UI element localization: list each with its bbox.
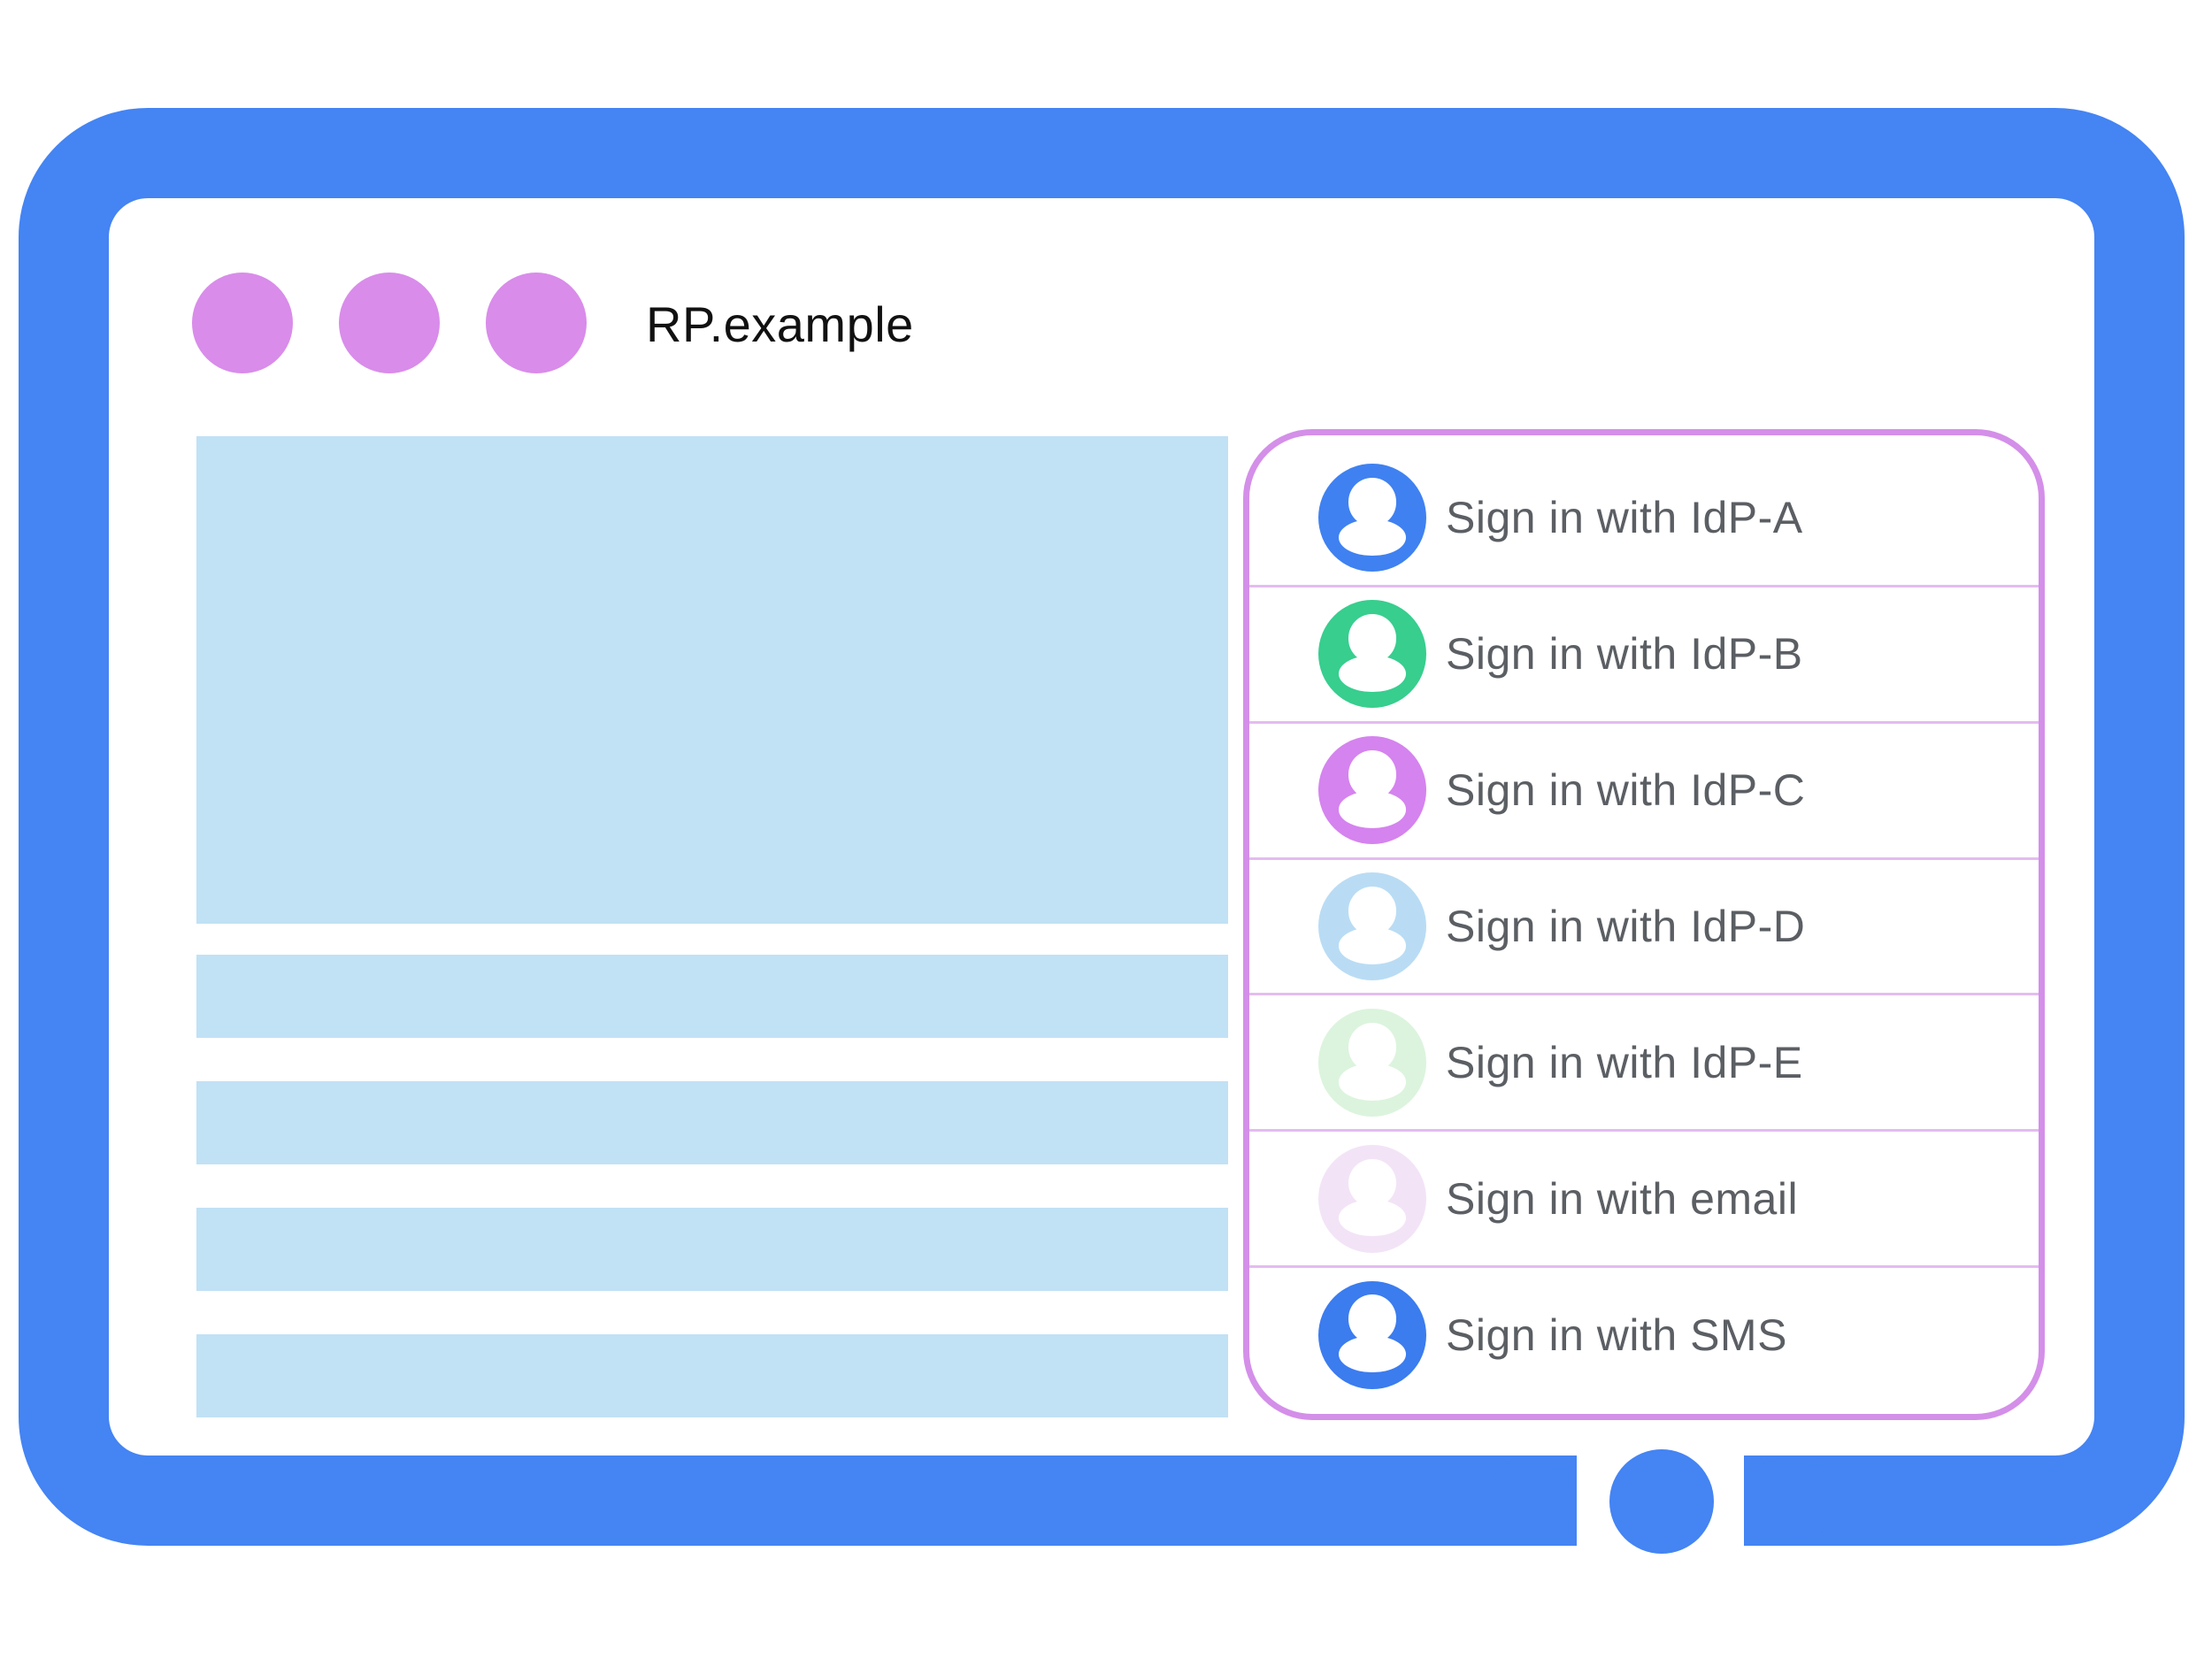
signin-option-sms[interactable]: Sign in with SMS	[1249, 1265, 2039, 1402]
signin-option-email[interactable]: Sign in with email	[1249, 1129, 2039, 1265]
device-frame-outline	[19, 108, 2185, 1546]
person-icon	[1318, 1144, 1426, 1253]
signin-option-idp-e[interactable]: Sign in with IdP-E	[1249, 993, 2039, 1129]
signin-option-label: Sign in with IdP-D	[1446, 902, 1806, 951]
signin-option-idp-a[interactable]: Sign in with IdP-A	[1249, 451, 2039, 585]
window-control-dot-icon[interactable]	[339, 273, 440, 373]
frame-bottom-bar-left-cap	[1486, 1456, 1577, 1545]
person-icon	[1318, 600, 1426, 709]
avatar-shoulders	[1339, 1335, 1406, 1373]
avatar-shoulders	[1339, 1064, 1406, 1101]
frame-bottom-bar-right-cap	[1744, 1456, 1834, 1545]
avatar-shoulders	[1339, 1199, 1406, 1237]
signin-option-idp-d[interactable]: Sign in with IdP-D	[1249, 856, 2039, 994]
avatar-head	[1348, 478, 1397, 527]
person-icon	[1318, 1280, 1426, 1389]
content-placeholder-line	[196, 955, 1228, 1038]
avatar-shoulders	[1339, 655, 1406, 692]
avatar-shoulders	[1339, 927, 1406, 964]
signin-option-label: Sign in with IdP-B	[1446, 629, 1803, 680]
window-control-dot-icon[interactable]	[486, 273, 587, 373]
avatar-head	[1348, 886, 1397, 935]
person-icon	[1318, 872, 1426, 980]
person-icon	[1318, 1008, 1426, 1117]
content-placeholder-line	[196, 1208, 1228, 1291]
avatar-shoulders	[1339, 518, 1406, 557]
person-icon	[1318, 464, 1426, 572]
avatar-head	[1348, 1294, 1397, 1344]
home-button-dot	[1609, 1449, 1714, 1554]
signin-option-label: Sign in with SMS	[1446, 1310, 1787, 1360]
content-placeholder-line	[196, 1334, 1228, 1417]
page-title: RP.example	[646, 296, 914, 352]
avatar-head	[1348, 750, 1397, 799]
signin-option-label: Sign in with IdP-A	[1446, 493, 1803, 543]
avatar-head	[1348, 1022, 1397, 1071]
content-placeholder-hero	[196, 436, 1228, 924]
signin-option-label: Sign in with IdP-C	[1446, 765, 1806, 816]
window-control-dot-icon[interactable]	[192, 273, 293, 373]
signin-option-label: Sign in with email	[1446, 1173, 1799, 1224]
avatar-head	[1348, 614, 1397, 664]
avatar-head	[1348, 1158, 1397, 1208]
signin-chooser-panel: Sign in with IdP-A Sign in with IdP-B Si…	[1243, 429, 2045, 1420]
content-placeholder-line	[196, 1081, 1228, 1164]
signin-option-idp-b[interactable]: Sign in with IdP-B	[1249, 584, 2039, 721]
signin-option-label: Sign in with IdP-E	[1446, 1037, 1803, 1087]
signin-option-idp-c[interactable]: Sign in with IdP-C	[1249, 720, 2039, 857]
person-icon	[1318, 736, 1426, 845]
avatar-shoulders	[1339, 791, 1406, 828]
